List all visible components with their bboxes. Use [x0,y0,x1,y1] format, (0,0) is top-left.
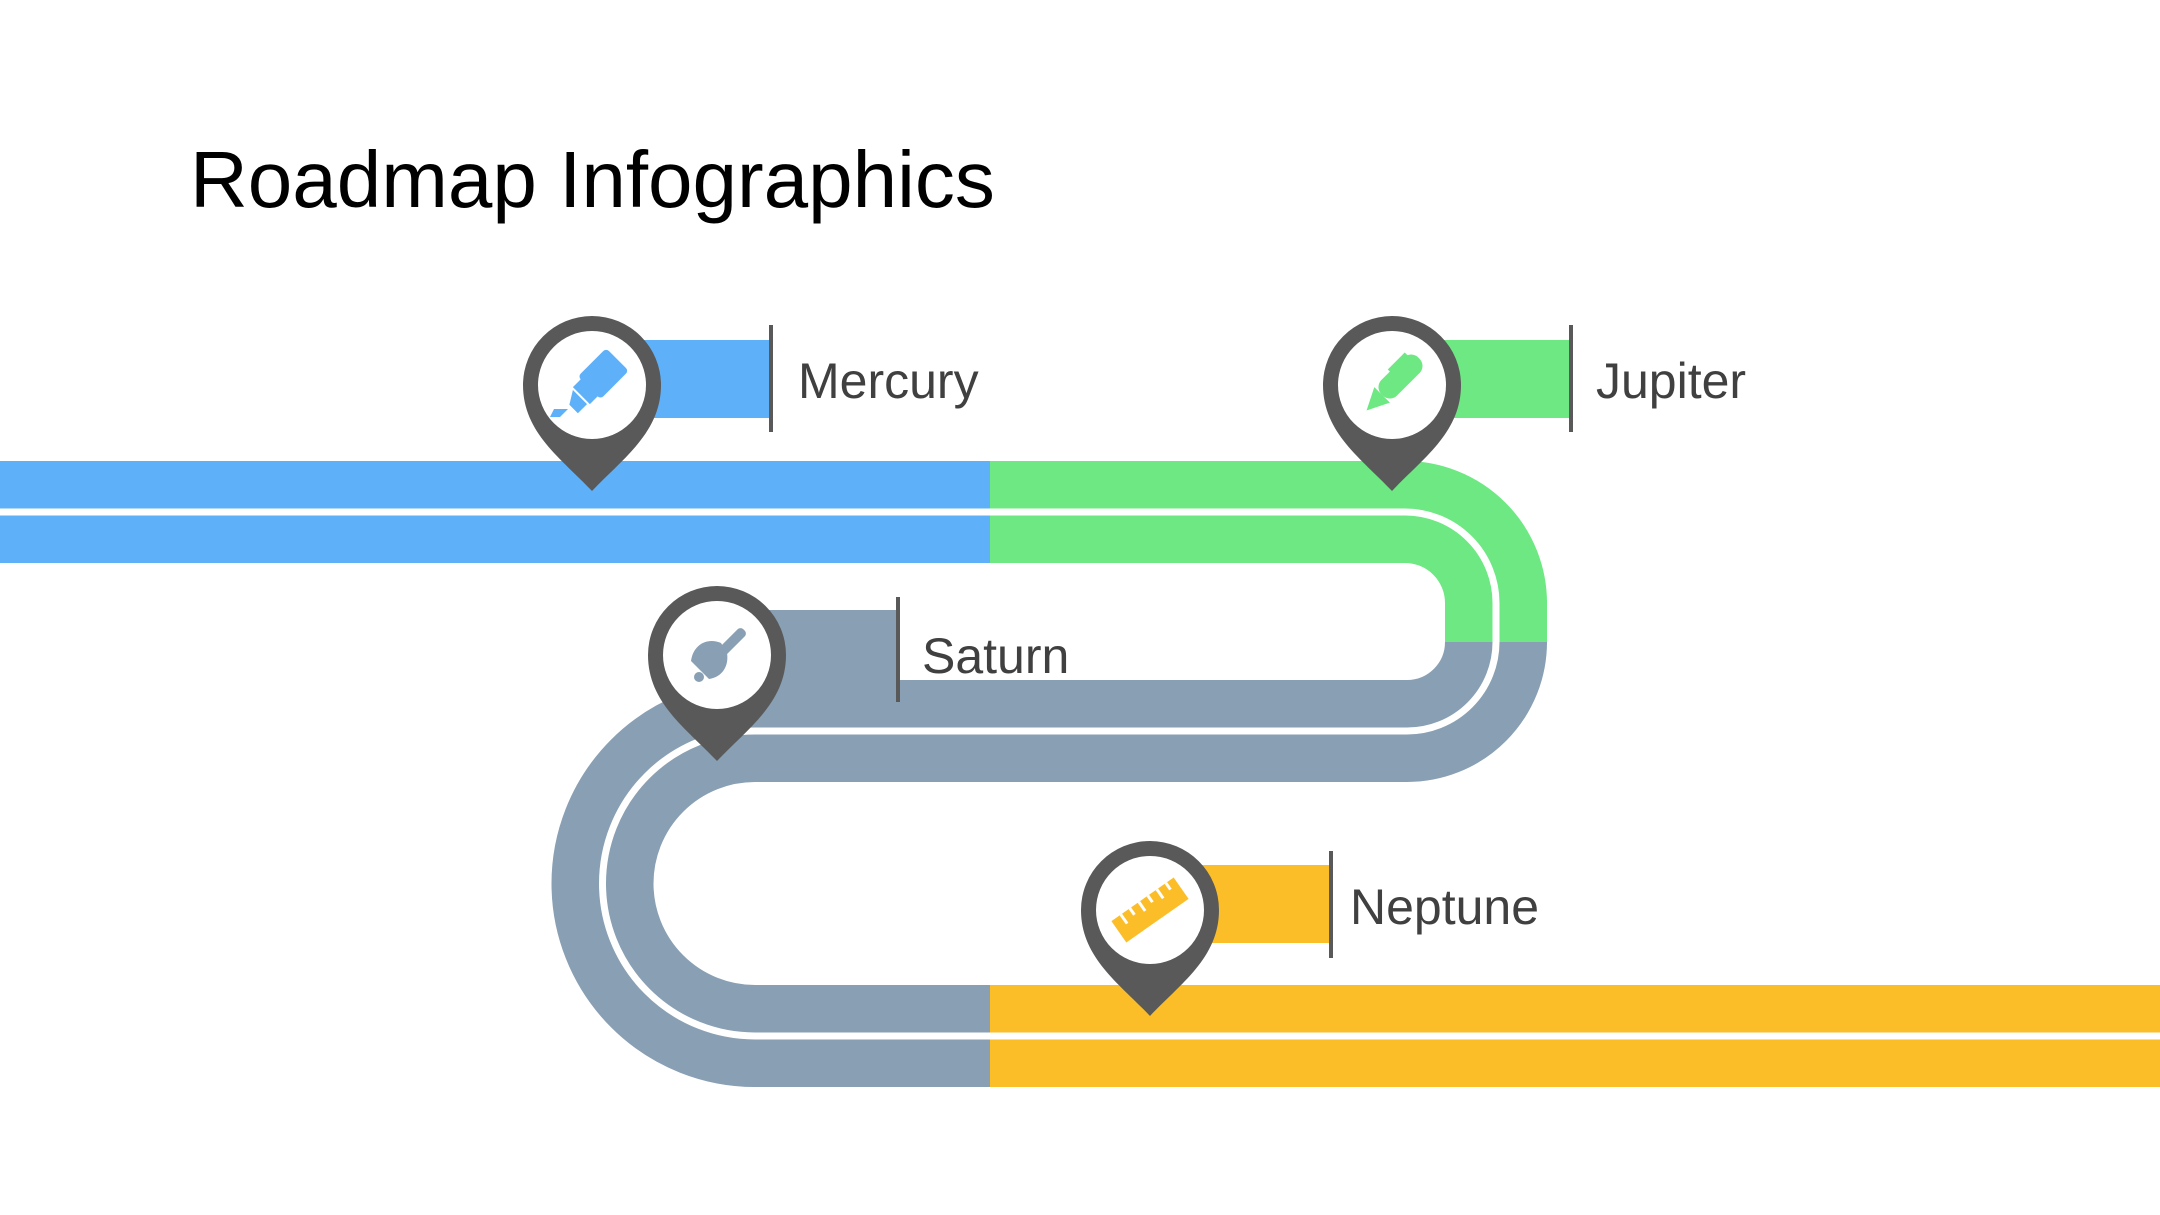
milestone-neptune-label: Neptune [1350,879,1539,935]
broom-icon [691,628,746,682]
mercury-pin-icon [523,316,661,491]
highlighter-icon [569,349,628,414]
milestone-jupiter-divider [1569,325,1573,432]
saturn-pin-icon [648,586,786,761]
milestone-saturn-label: Saturn [922,628,1069,684]
milestone-mercury-divider [769,325,773,432]
jupiter-pin-icon [1323,316,1461,491]
milestone-neptune-divider [1329,851,1333,958]
milestone-jupiter-label: Jupiter [1596,353,1746,409]
road-segment-jupiter [990,461,1547,606]
milestone-jupiter: Jupiter [1323,316,1746,491]
milestone-saturn-divider [896,597,900,702]
neptune-pin-icon [1081,841,1219,1016]
page-title: Roadmap Infographics [190,135,995,224]
milestone-saturn: Saturn [648,586,1069,761]
milestone-neptune: Neptune [1081,841,1539,1016]
milestone-mercury-label: Mercury [798,353,979,409]
milestone-mercury: Mercury [523,316,979,491]
ruler-icon [1111,877,1189,943]
